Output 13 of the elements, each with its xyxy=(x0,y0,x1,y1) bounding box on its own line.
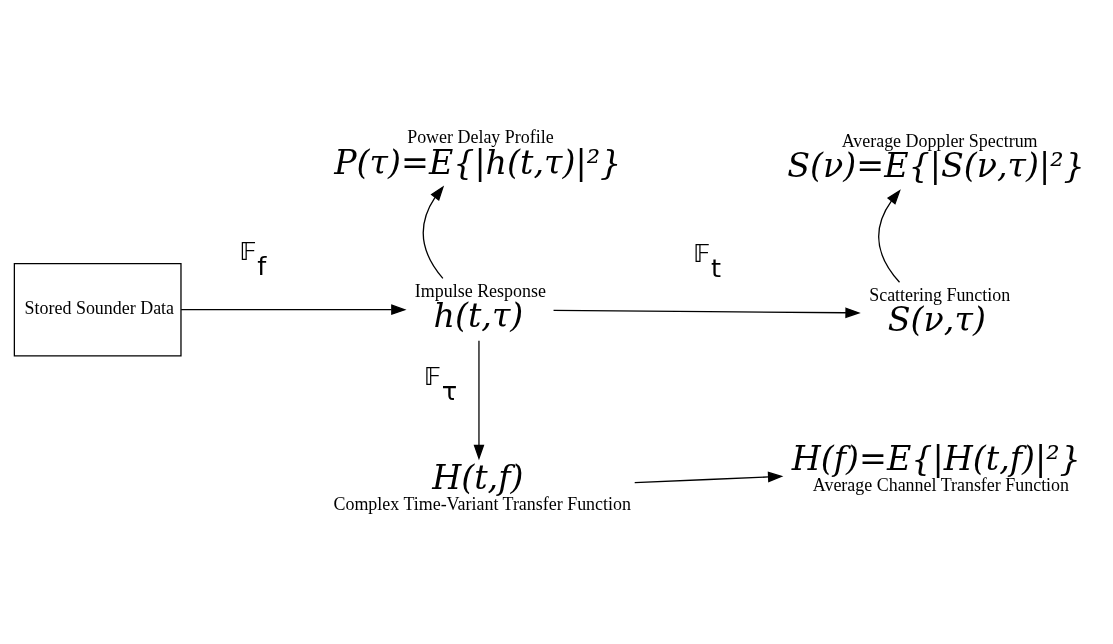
node-text: H(f)=E{|H(t,f)|²} Average Channel Transfer Function xyxy=(791,438,1081,495)
arrow xyxy=(552,306,861,318)
node-text: Average Doppler Spectrum S(ν)=E{|S(ν,τ)|²} xyxy=(787,130,1085,185)
node-text: Scattering Function S(ν,τ) xyxy=(869,284,1011,339)
arrow xyxy=(878,188,901,283)
node-text: Impulse Response h(t,τ) xyxy=(414,280,546,335)
node-text: H(t,f) Complex Time-Variant Transfer Function xyxy=(333,457,631,514)
arrow xyxy=(473,339,485,460)
arrow xyxy=(180,303,407,315)
arrow xyxy=(422,184,445,279)
node-text: Power Delay Profile P(τ)=E{|h(t,τ)|²} xyxy=(334,126,622,182)
node-box: Stored Sounder Data xyxy=(13,262,182,356)
arrow xyxy=(634,471,784,483)
